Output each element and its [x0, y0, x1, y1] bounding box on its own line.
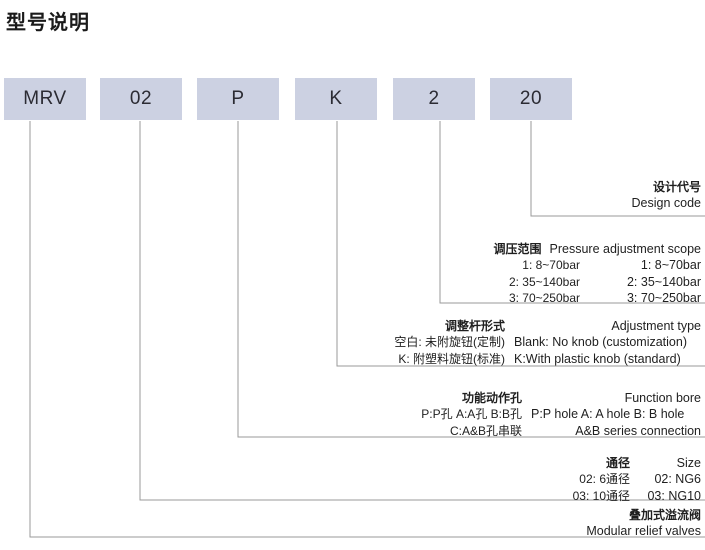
size-en-option-1: 02: NG6 — [654, 472, 701, 487]
function-bore-en-option-2: A&B series connection — [575, 423, 701, 438]
pressure-scope-cn-title: 调压范围 — [493, 242, 542, 256]
size-cn-option-2: 03: 10通径 — [572, 488, 630, 503]
design-code-cn-title: 设计代号 — [652, 180, 701, 194]
code-box-function-bore: P — [197, 78, 279, 120]
pressure-scope-cn-option-3: 3: 70~250bar — [508, 291, 580, 306]
series-en-title: Modular relief valves — [586, 524, 701, 539]
pressure-scope-en-option-1: 1: 8~70bar — [640, 258, 701, 273]
pressure-scope-cn-option-2: 2: 35~140bar — [508, 274, 580, 289]
leader-series — [29, 121, 705, 538]
design-code-en-title: Design code — [631, 196, 702, 211]
code-box-pressure-scope: 2 — [393, 78, 475, 120]
function-bore-cn-option-1: P:P孔 A:A孔 B:B孔 — [421, 407, 522, 422]
size-cn-option-1: 02: 6通径 — [579, 472, 630, 487]
legend-size: 通径 Size 02: 6通径 02: NG6 03: 10通径 03: NG1… — [512, 455, 701, 504]
function-bore-en-option-1: P:P hole A: A hole B: B hole — [531, 407, 685, 422]
legend-design-code: 设计代号 Design code — [632, 180, 702, 211]
legend-adjustment-type: 调整杆形式 Adjustment type 空白: 未附旋钮(定制) Blank… — [290, 318, 701, 367]
leader-adjustment-type — [336, 121, 705, 367]
pressure-scope-en-option-3: 3: 70~250bar — [626, 291, 701, 306]
size-en-option-2: 03: NG10 — [647, 488, 701, 503]
leader-design-code — [530, 121, 705, 217]
adjustment-type-en-option-2: K:With plastic knob (standard) — [514, 351, 681, 366]
adjustment-type-cn-option-2: K: 附塑料旋钮(标准) — [398, 351, 505, 366]
function-bore-cn-option-2: C:A&B孔串联 — [449, 423, 522, 438]
adjustment-type-en-option-1: Blank: No knob (customization) — [514, 335, 687, 350]
leader-function-bore — [237, 121, 705, 438]
code-box-size: 02 — [100, 78, 182, 120]
pressure-scope-en-title: Pressure adjustment scope — [549, 242, 701, 256]
pressure-scope-cn-option-1: 1: 8~70bar — [522, 258, 580, 273]
adjustment-type-en-title: Adjustment type — [611, 319, 701, 333]
pressure-scope-en-option-2: 2: 35~140bar — [626, 274, 701, 289]
leader-size — [139, 121, 705, 501]
size-cn-title: 通径 — [605, 456, 630, 470]
code-box-series: MRV — [4, 78, 86, 120]
function-bore-en-title: Function bore — [624, 391, 701, 405]
function-bore-cn-title: 功能动作孔 — [461, 391, 522, 405]
code-box-adjustment-type: K — [295, 78, 377, 120]
adjustment-type-cn-title: 调整杆形式 — [444, 319, 505, 333]
legend-pressure-scope: 调压范围 Pressure adjustment scope 1: 8~70ba… — [430, 241, 701, 306]
series-cn-title: 叠加式溢流阀 — [628, 508, 701, 522]
size-en-title: Size — [676, 456, 701, 470]
adjustment-type-cn-option-1: 空白: 未附旋钮(定制) — [394, 335, 505, 350]
page-title: 型号说明 — [6, 12, 90, 34]
legend-function-bore: 功能动作孔 Function bore P:P孔 A:A孔 B:B孔 P:P h… — [292, 390, 701, 439]
legend-series: 叠加式溢流阀 Modular relief valves — [586, 508, 701, 539]
code-box-design-code: 20 — [490, 78, 572, 120]
leader-pressure-scope — [439, 121, 705, 304]
